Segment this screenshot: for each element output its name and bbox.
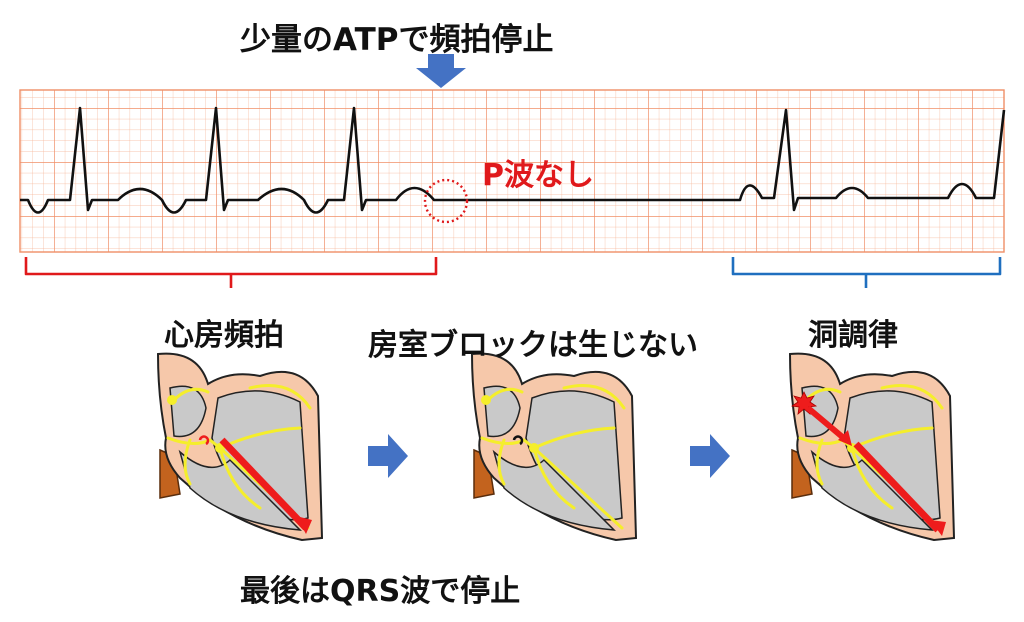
down-arrow-icon [416, 54, 466, 88]
no-av-block-label: 房室ブロックは生じない [368, 328, 698, 363]
heart-no-av-block [470, 352, 638, 542]
right-arrow-icon [368, 434, 408, 478]
no-p-wave-label: P波なし [482, 158, 594, 193]
qrs-termination-label: 最後はQRS波で停止 [240, 574, 521, 609]
sinus-rhythm-label: 洞調律 [808, 318, 898, 353]
atrial-tachycardia-label: 心房頻拍 [164, 318, 284, 353]
atrial-tachycardia-bracket [24, 257, 438, 288]
heart-atrial-tachycardia [156, 352, 324, 542]
sinus-rhythm-bracket [731, 257, 1002, 288]
heart-sinus-rhythm [788, 352, 956, 542]
right-arrow-icon [690, 434, 730, 478]
ecg-trace [20, 106, 1006, 214]
sinus-node-burst-icon [790, 391, 818, 415]
page-title: 少量のATPで頻拍停止 [240, 22, 554, 58]
absent-p-wave-marker [423, 178, 469, 224]
